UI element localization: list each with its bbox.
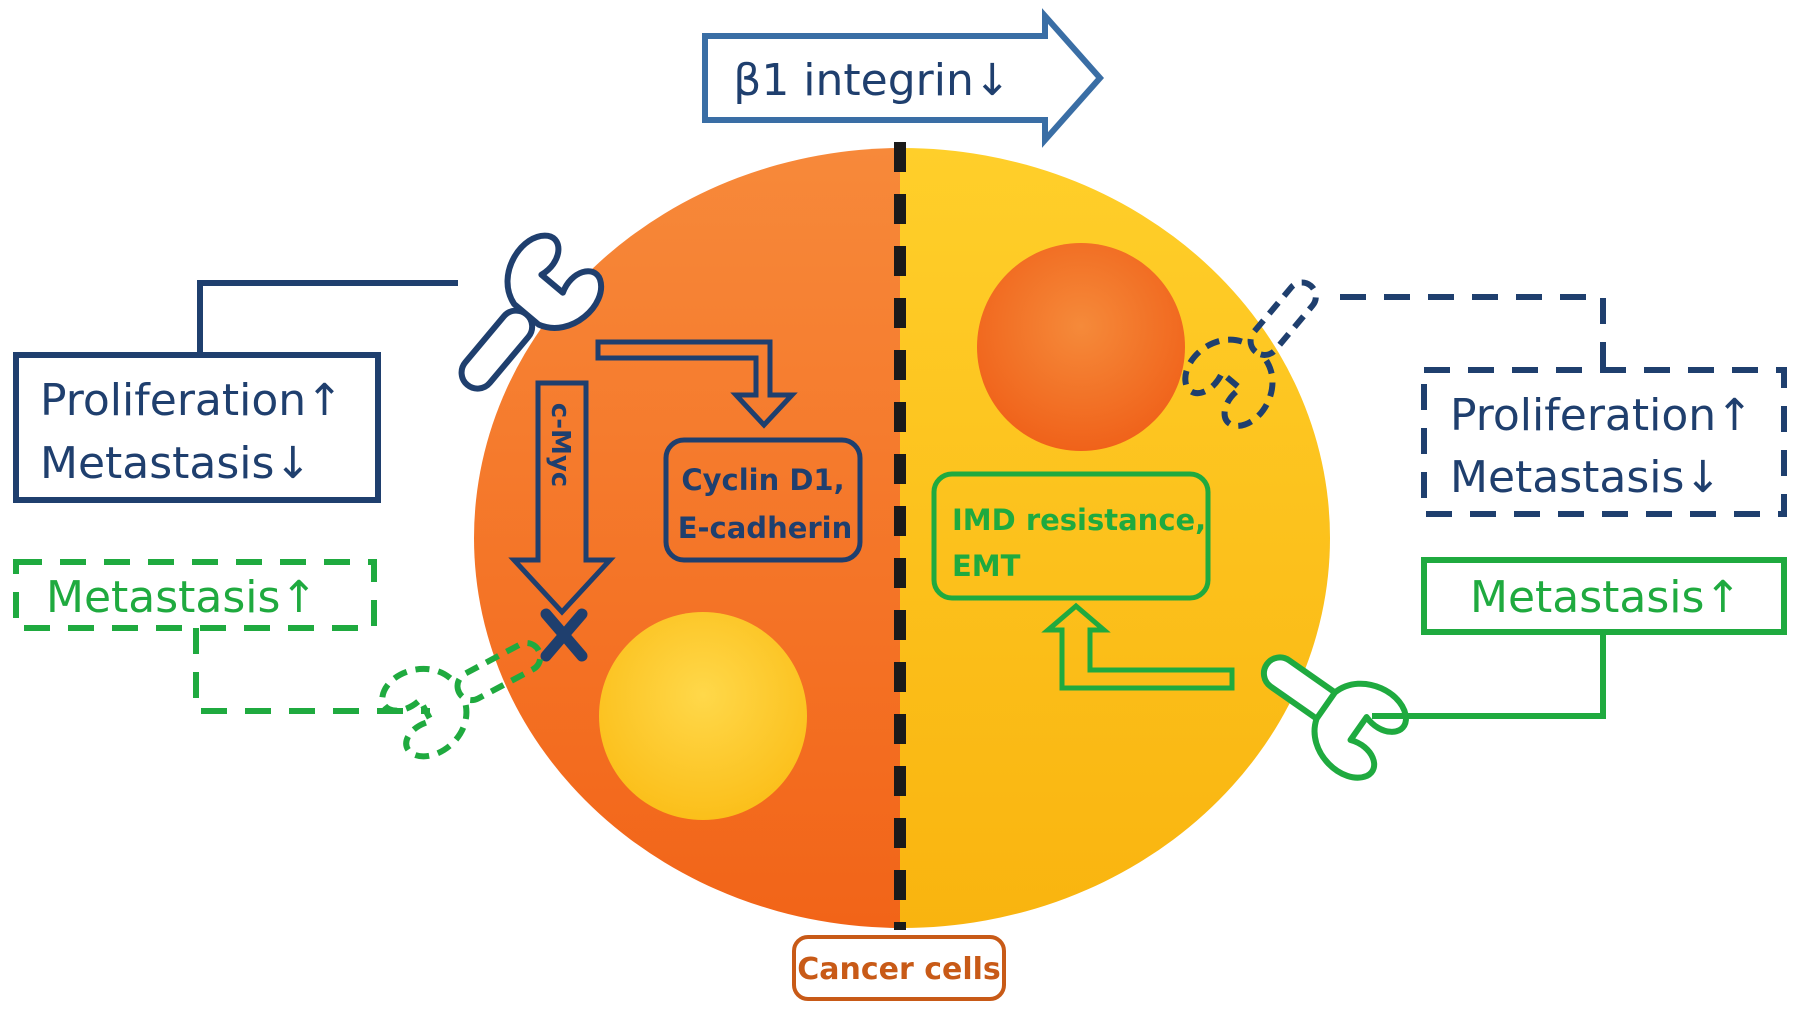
left-dashed-green-box: Metastasis↑: [13, 559, 377, 631]
integrin-receptor-icon: [1260, 654, 1409, 781]
integrin-receptor-icon: [458, 232, 605, 392]
left-metastasis-label: Metastasis↓: [40, 438, 311, 489]
left-metastasis-up-label: Metastasis↑: [46, 572, 317, 623]
cancer-cells-label: Cancer cells: [797, 952, 1001, 987]
cancer-cell: [474, 142, 1330, 930]
right-dashed-box: Proliferation↑ Metastasis↓: [1421, 367, 1787, 517]
beta1-integrin-arrow: β1 integrin↓: [702, 8, 1105, 148]
right-solid-connector: [1372, 632, 1606, 719]
inhibition-x-icon: [540, 608, 588, 662]
c-myc-label: c-Myc: [545, 403, 575, 487]
right-solid-green-box: Metastasis↑: [1421, 557, 1787, 635]
cyclin-ecadherin-box: Cyclin D1, E-cadherin: [663, 437, 863, 563]
right-metastasis-up-label: Metastasis↑: [1470, 572, 1741, 623]
cancer-cells-label-box: Cancer cells: [792, 935, 1006, 1001]
imd-resistance-label: IMD resistance,: [952, 503, 1206, 537]
inactive-integrin-icon: [379, 640, 544, 760]
nucleus-left: [599, 612, 807, 820]
arrow-to-cyclin: [595, 339, 798, 429]
left-solid-connector: [197, 280, 458, 355]
right-metastasis-label: Metastasis↓: [1450, 452, 1721, 503]
cyclin-label: Cyclin D1,: [681, 463, 844, 497]
left-solid-box: Proliferation↑ Metastasis↓: [13, 352, 381, 503]
right-dashed-connector: [1340, 294, 1606, 368]
left-dashed-connector: [193, 628, 430, 714]
emt-label: EMT: [952, 549, 1021, 583]
c-myc-arrow: c-Myc: [508, 380, 616, 616]
imd-emt-box: IMD resistance, EMT: [931, 471, 1211, 601]
ecadherin-label: E-cadherin: [678, 511, 853, 545]
nucleus-right: [977, 243, 1185, 451]
right-proliferation-label: Proliferation↑: [1450, 390, 1753, 441]
left-proliferation-label: Proliferation↑: [40, 375, 343, 426]
header-arrow-label: β1 integrin↓: [733, 55, 1011, 106]
arrow-to-imd: [1041, 602, 1235, 691]
